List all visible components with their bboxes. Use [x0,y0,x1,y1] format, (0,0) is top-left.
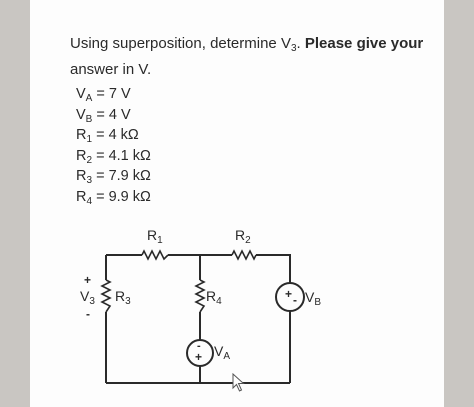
v3-label: V3 [80,288,95,307]
question-instruction: Please give your [304,35,424,52]
wire-top-right [256,254,291,283]
va-source-circle [186,339,214,367]
question-target-sub: 3 [290,43,297,54]
vb-label: VB [305,289,321,308]
r3-label: R3 [115,288,131,307]
vb-minus: - [293,293,297,307]
r2-zigzag [231,249,257,261]
given-r2: R2 = 4.1 kΩ [76,147,151,166]
vb-source-circle [275,282,305,312]
given-vb: VB = 4 V [76,106,131,125]
question-card [30,0,444,407]
question-text: Using superposition, determine V3. Pleas… [70,32,430,82]
r3-zigzag [100,279,112,313]
given-r4: R4 = 9.9 kΩ [76,188,151,207]
given-r1: R1 = 4 kΩ [76,127,139,146]
question-punct: . [296,35,305,52]
va-label: VA [214,343,230,362]
va-plus: + [195,350,202,364]
v3-minus: - [86,307,90,321]
r1-zigzag [141,249,169,261]
mouse-pointer-icon [232,373,245,392]
question-line2: answer in V. [70,61,152,78]
given-values: VA = 7 V VB = 4 V R1 = 4 kΩ R2 = 4.1 kΩ … [76,84,151,208]
r4-zigzag [194,279,206,313]
vb-plus: + [285,287,292,301]
v3-plus: + [84,273,91,287]
va-minus: - [197,340,201,352]
r4-label: R4 [206,288,222,307]
question-main: Using superposition, determine V [70,35,291,52]
r2-label: R2 [235,227,251,246]
given-r3: R3 = 7.9 kΩ [76,168,151,187]
r1-label: R1 [147,227,163,246]
given-va: VA = 7 V [76,86,131,104]
